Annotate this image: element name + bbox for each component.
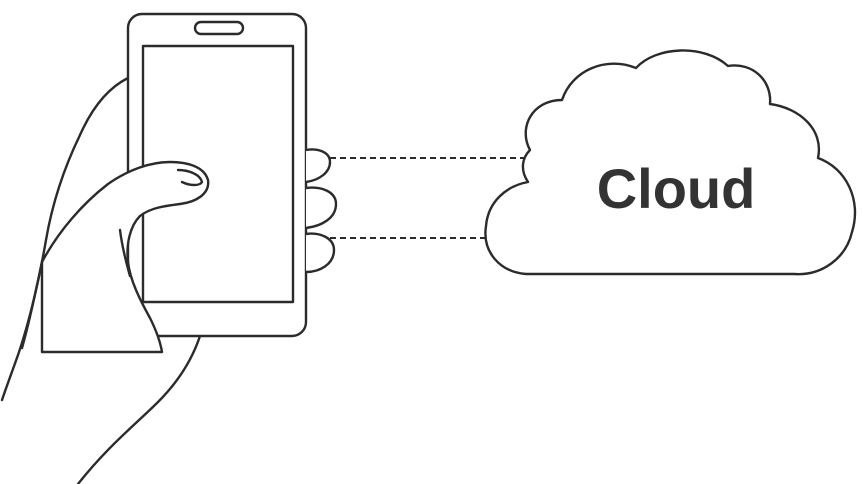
phone-speaker [193,20,245,36]
fingers-icon [305,148,338,274]
hand-back-outline [0,76,130,402]
wrist-outline [76,334,202,484]
cloud-icon: Cloud [484,49,857,276]
cloud-label: Cloud [597,157,756,220]
thumbnail [176,168,204,187]
thumb-crease [118,228,132,278]
finger-3 [305,232,336,274]
thumb-icon [20,160,210,354]
finger-1 [305,148,332,184]
cloud-outline [484,49,857,276]
hand-icon [0,76,202,484]
palm-edge [20,260,44,350]
finger-2 [305,186,338,230]
connection-lines [330,157,532,239]
